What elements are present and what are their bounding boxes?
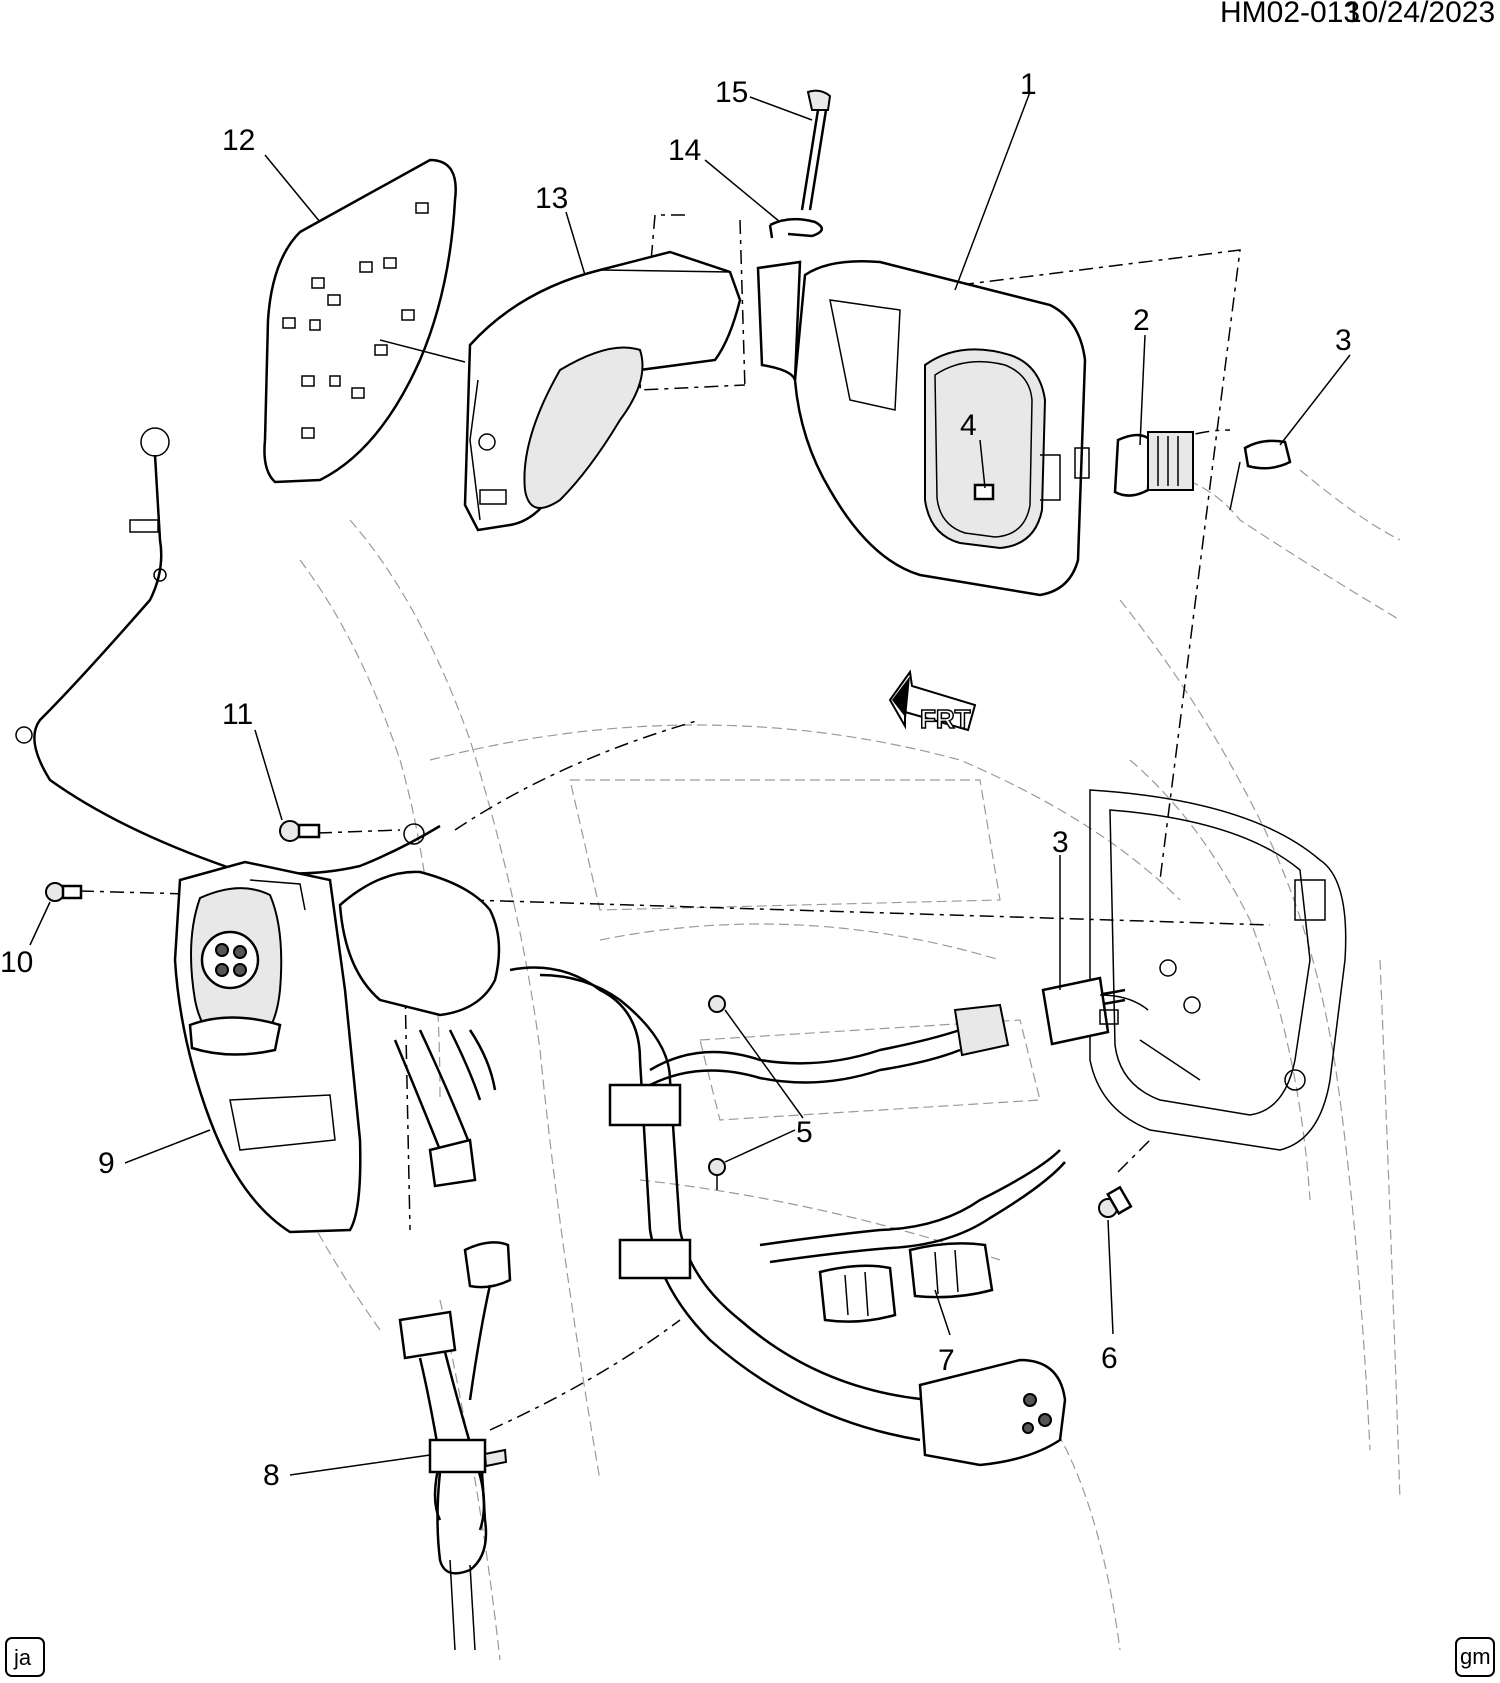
- part-6-bolt: [1098, 1185, 1133, 1218]
- part-13-hinge-housing: [463, 250, 742, 532]
- callout-9: 9: [98, 1147, 115, 1180]
- callout-4: 4: [960, 409, 977, 442]
- callout-12: 12: [222, 124, 255, 157]
- callout-15: 15: [715, 76, 748, 109]
- part-14-hinge-spring: [768, 217, 823, 239]
- callout-leader-lines: [29, 91, 1351, 1476]
- part-5-fastener-lower: [708, 1158, 726, 1190]
- callout-7: 7: [938, 1344, 955, 1377]
- diagram-date: 10/24/2023: [1345, 0, 1495, 29]
- badge-right-label: gm: [1460, 1644, 1491, 1669]
- part-7-inline-connector: [818, 1242, 994, 1323]
- part-11-bolt: [279, 820, 321, 842]
- part-10-bolt: [45, 882, 83, 902]
- front-marker-label: FRT: [920, 704, 971, 734]
- part-3-actuator-connector: [1229, 439, 1292, 511]
- vehicle-body-outline: [289, 469, 1401, 1661]
- callout-6: 6: [1101, 1342, 1118, 1375]
- callout-1: 1: [1020, 68, 1037, 101]
- part-2-door-actuator: [1113, 431, 1194, 497]
- charge-harness-main: [338, 870, 1067, 1467]
- callout-2: 2: [1133, 304, 1150, 337]
- part-1-door-housing: [756, 260, 1090, 597]
- callout-14: 14: [668, 134, 701, 167]
- callout-labels: 1 2 3 3 4 5 5 6 7 8 9 10 11 12 13 14 15: [0, 68, 1352, 1492]
- badge-left: ja: [5, 1637, 45, 1677]
- part-3-harness-connector: [1041, 976, 1149, 1046]
- callout-10: 10: [0, 946, 33, 979]
- callout-8: 8: [263, 1459, 280, 1492]
- badge-left-label: ja: [13, 1645, 32, 1670]
- charge-port-opening: [1089, 789, 1347, 1151]
- door-release-cable: [15, 427, 441, 875]
- part-8-hose-assembly: [398, 1241, 512, 1651]
- diagram-id: HM02-013: [1220, 0, 1360, 29]
- callout-5-lower: 5: [796, 1116, 813, 1149]
- badge-right: gm: [1455, 1637, 1495, 1677]
- diagram-header: HM02-013 10/24/2023: [1220, 0, 1495, 29]
- callout-3-lower: 3: [1052, 826, 1069, 859]
- part-9-charge-inlet: [173, 860, 362, 1234]
- part-5-fastener-upper: [708, 995, 726, 1013]
- callout-13: 13: [535, 182, 568, 215]
- front-direction-marker: FRT: [888, 669, 977, 735]
- callout-11: 11: [222, 698, 253, 731]
- part-12-door-panel: [263, 158, 457, 484]
- part-15-hinge-pin: [800, 89, 832, 211]
- callout-3-upper: 3: [1335, 324, 1352, 357]
